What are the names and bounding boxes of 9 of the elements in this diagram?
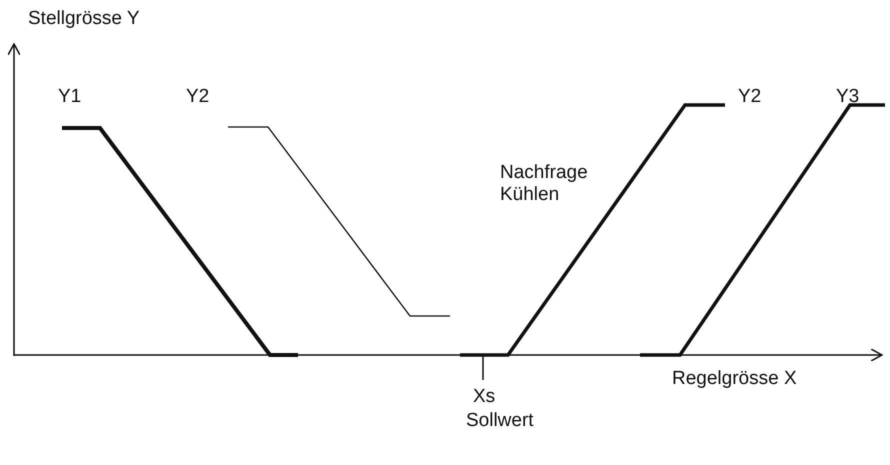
axis-title: Stellgrösse Y [28, 8, 140, 30]
axis-title: Regelgrösse X [672, 368, 797, 390]
tick-label: Xs [473, 386, 496, 408]
curve-label: Y2 [738, 86, 762, 108]
curve-label: Y1 [58, 86, 82, 108]
annotation: Nachfrage Kühlen [500, 162, 589, 206]
curve-label: Y3 [836, 86, 860, 108]
tick-label: Sollwert [466, 410, 534, 432]
curve-label: Y2 [186, 86, 210, 108]
